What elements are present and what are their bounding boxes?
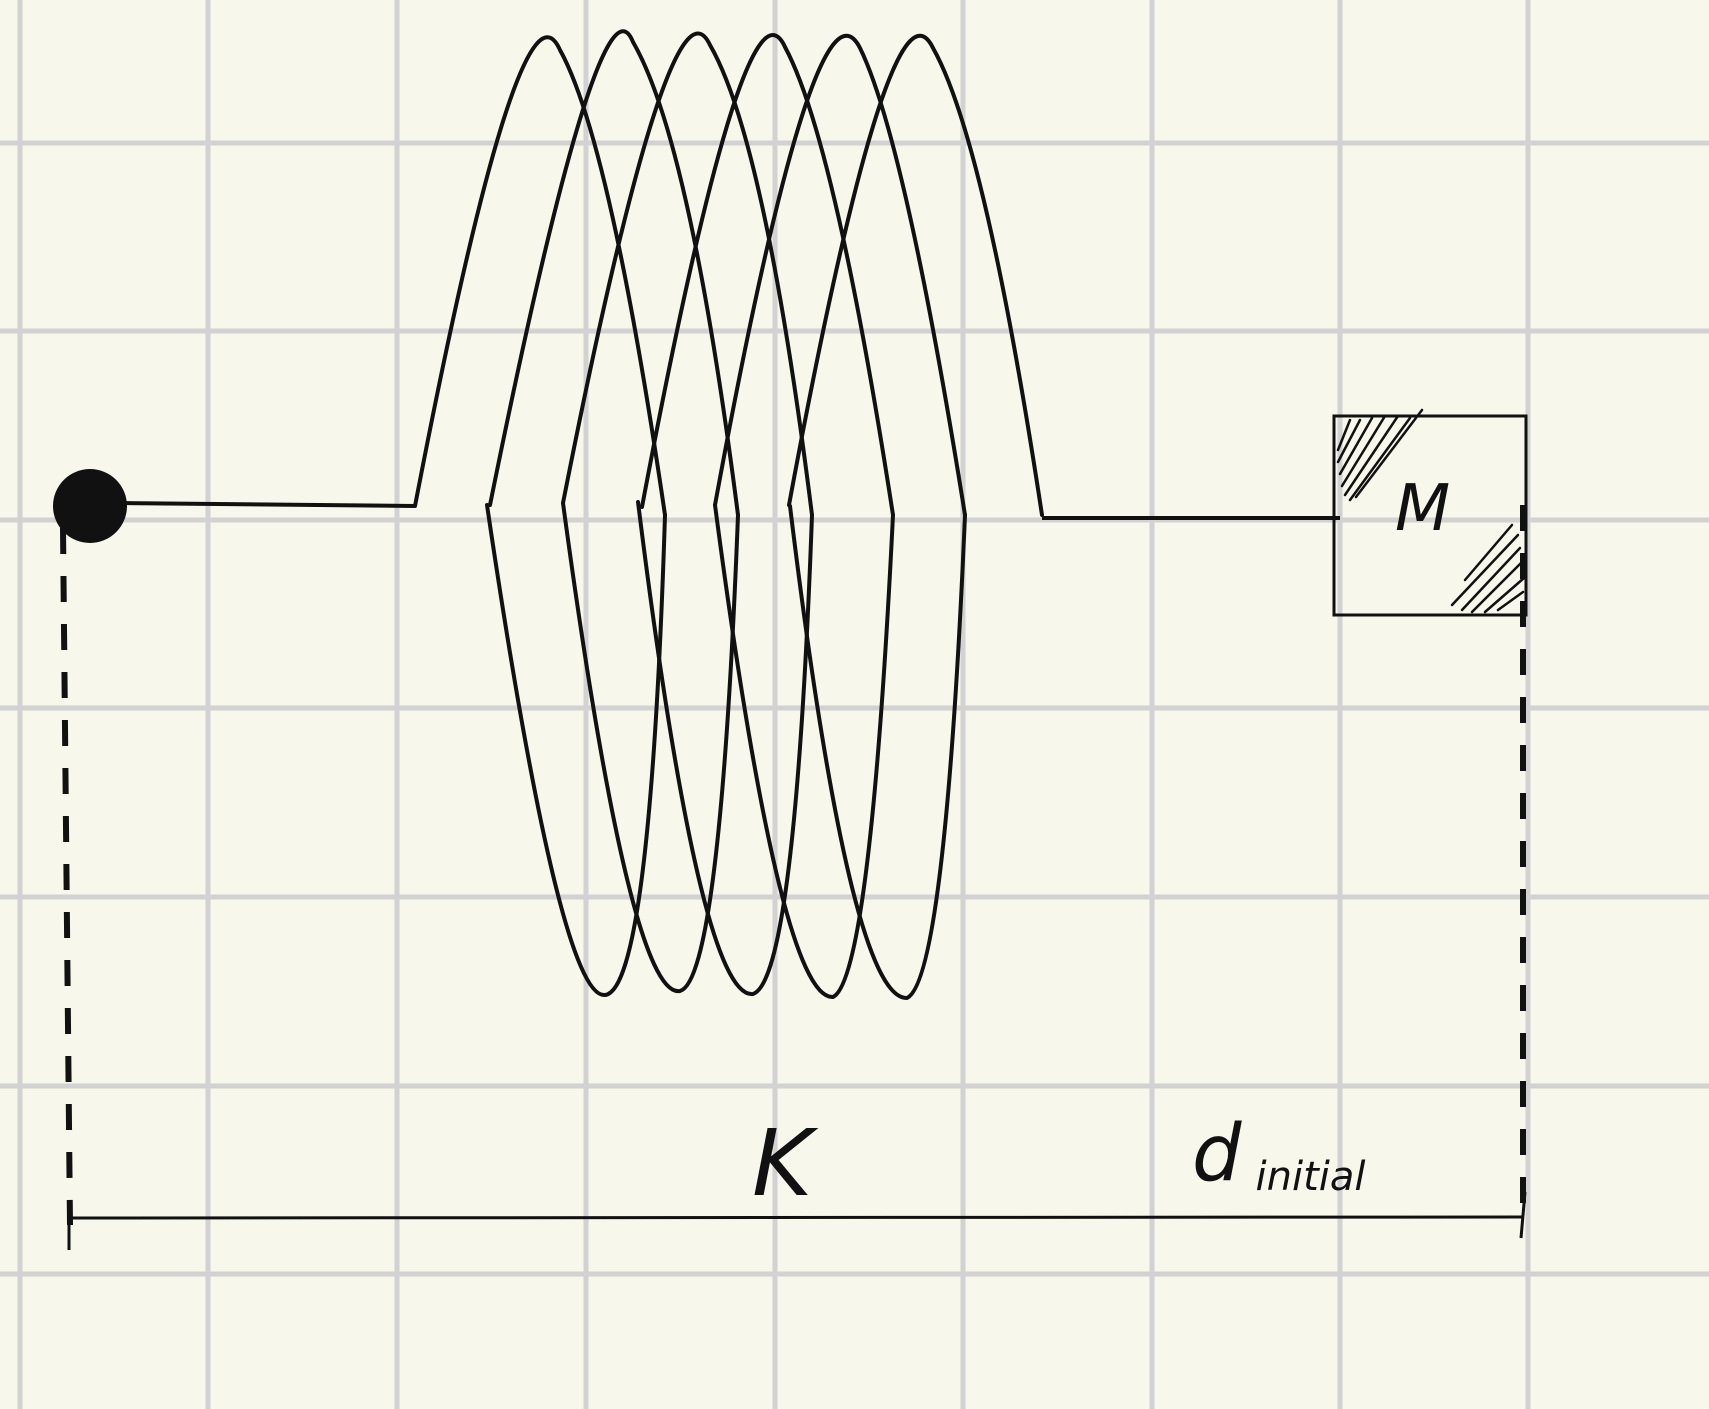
spring-left-lead xyxy=(117,501,416,508)
distance-dimension-line xyxy=(67,1191,1527,1250)
distance-label: d initial xyxy=(1192,1109,1366,1200)
left-extension-line xyxy=(60,527,73,1226)
spring-constant-label: K xyxy=(752,1110,819,1217)
mass-label: M xyxy=(1395,472,1450,546)
anchor-point xyxy=(53,469,127,543)
mass-hatching-top xyxy=(1336,408,1424,502)
mass-block: M xyxy=(1332,408,1528,617)
mass-hatching-bottom xyxy=(1450,523,1526,614)
spring xyxy=(413,29,1044,1001)
distance-label-subscript: initial xyxy=(1256,1154,1366,1200)
distance-label-main: d xyxy=(1192,1109,1242,1199)
